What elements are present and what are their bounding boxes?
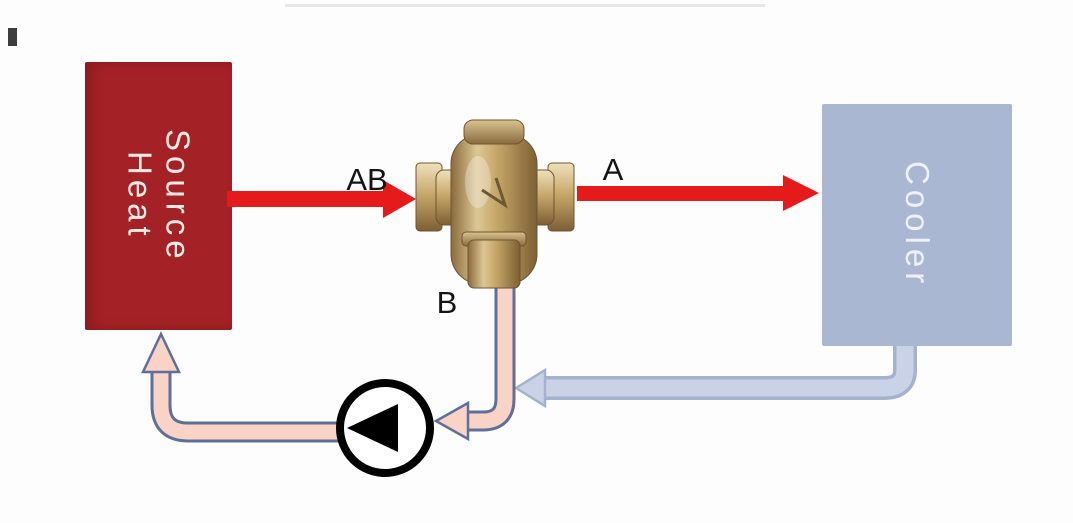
valve-port-b-label: B (437, 285, 458, 320)
valve-port-b-stub (467, 239, 521, 289)
valve-top-cap (463, 119, 525, 145)
supply-arrow-heat-to-valve (227, 180, 416, 218)
cooler-box: Cooler (822, 104, 1012, 346)
pump-symbol (336, 379, 434, 477)
crop-artifact-top-line (285, 4, 765, 7)
valve-port-a-label: A (603, 152, 624, 187)
heat-source-box: Heat Source (85, 62, 232, 330)
warm-return-arrowhead-to-pump (433, 400, 470, 442)
warm-return-arrowhead-to-heat-source (141, 331, 181, 374)
warm-return-pipe-valve-to-pump (433, 278, 516, 442)
warm-return-pipe-pump-to-heat-source (141, 331, 420, 443)
pump-impeller-icon (347, 404, 398, 452)
heat-source-label: Heat Source (121, 128, 197, 264)
valve-port-ab-label: AB (346, 162, 387, 197)
three-way-valve (415, 119, 575, 289)
cool-return-pipe (513, 346, 917, 409)
valve-flow-marking (481, 177, 508, 209)
cool-return-arrowhead (513, 367, 547, 409)
crop-artifact-left (8, 28, 17, 46)
valve-highlight (465, 156, 491, 208)
cooler-label: Cooler (898, 161, 936, 289)
supply-arrow-valve-to-cooler (577, 175, 819, 211)
